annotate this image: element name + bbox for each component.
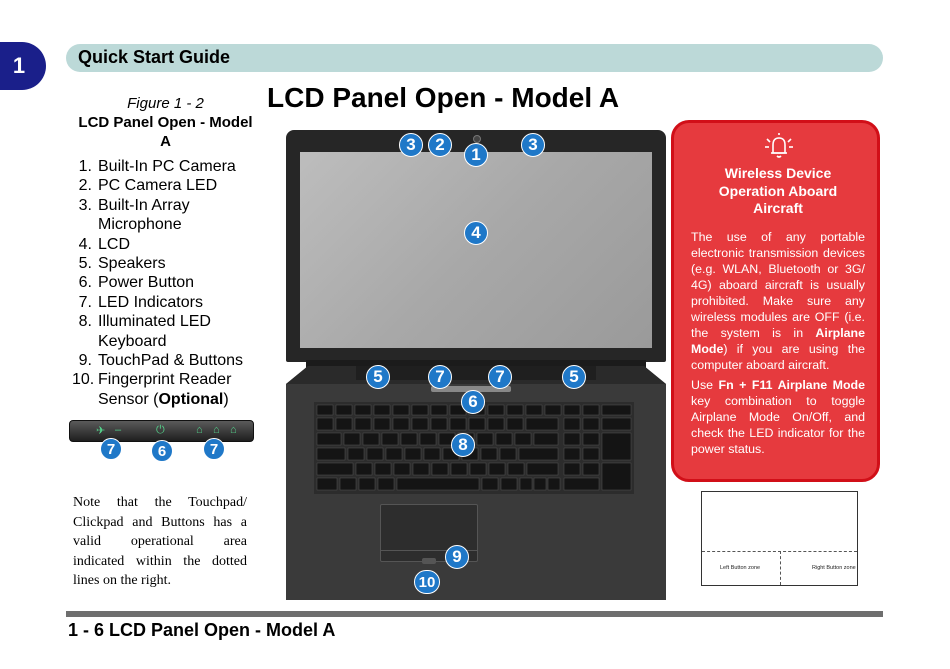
right-button-zone-label: Right Button zone: [812, 565, 856, 571]
warning-paragraph: The use of any portable electronic trans…: [691, 230, 865, 372]
figure-name: LCD Panel Open - Model A: [78, 114, 253, 150]
figure-number: Figure 1 - 2: [127, 95, 204, 112]
callout-led: 7: [203, 438, 225, 460]
callout-led: 7: [428, 365, 452, 389]
laptop-illustration: [286, 130, 666, 600]
lcd-screen: [300, 152, 652, 348]
header-bar: Quick Start Guide: [66, 44, 883, 72]
list-item: 1.Built-In PC Camera: [78, 158, 236, 175]
lock-icon: ⌂: [196, 424, 203, 436]
lock-icon: ⌂: [213, 424, 220, 436]
callout-camera-led: 2: [428, 133, 452, 157]
zone-divider: [780, 551, 781, 585]
dash-icon: –: [115, 424, 122, 436]
figure-caption: Figure 1 - 2 LCD Panel Open - Model A: [78, 94, 253, 151]
list-item: 5.Speakers: [78, 255, 166, 273]
callout-lcd: 4: [464, 221, 488, 245]
power-icon: ⏻: [156, 424, 165, 436]
list-item: 3.Built-In Array Microphone: [78, 196, 190, 234]
callout-power: 6: [151, 440, 173, 462]
warning-title: Wireless Device Operation Aboard Aircraf…: [718, 165, 838, 216]
touchpad-zone-diagram: Left Button zone Right Button zone: [701, 491, 858, 586]
list-item: 8.Illuminated LED Keyboard: [78, 313, 211, 350]
callout-led: 7: [488, 365, 512, 389]
list-item: 2.PC Camera LED: [78, 177, 218, 195]
callout-speakers: 5: [366, 365, 390, 389]
chapter-tab: 1: [0, 42, 46, 90]
list-item: 10.Fingerprint Reader Sensor (Optional): [72, 371, 232, 408]
footer-rule: [66, 611, 883, 617]
warning-box: Wireless Device Operation Aboard Aircraf…: [671, 120, 880, 482]
list-item: 6.Power Button: [78, 274, 195, 292]
airplane-icon: ✈: [96, 425, 106, 437]
lock-icon: ⌂: [230, 424, 237, 436]
callout-power: 6: [461, 390, 485, 414]
zone-divider: [702, 551, 857, 552]
callout-camera: 1: [464, 143, 488, 167]
callout-touchpad: 9: [445, 545, 469, 569]
left-button-zone-label: Left Button zone: [720, 565, 761, 571]
callout-speakers: 5: [562, 365, 586, 389]
lcd-lid: [286, 130, 666, 362]
page-title: LCD Panel Open - Model A: [267, 82, 620, 113]
camera-icon: [473, 135, 481, 143]
touchpad-note: Note that the Touchpad/ Clickpad and But…: [73, 495, 247, 588]
callout-led: 7: [100, 438, 122, 460]
legend-list: 1.Built-In PC Camera 2.PC Camera LED 3.B…: [72, 157, 262, 409]
touchpad-buttons: [380, 550, 478, 566]
list-item: 7.LED Indicators: [78, 293, 203, 311]
front-led-strip: ✈ – ⏻ ⌂ ⌂ ⌂: [69, 420, 254, 442]
callout-keyboard: 8: [451, 433, 475, 457]
list-item: 9.TouchPad & Buttons: [78, 352, 243, 370]
bell-alert-icon: [765, 133, 793, 158]
footer-text: 1 - 6 LCD Panel Open - Model A: [68, 620, 336, 640]
fingerprint-sensor: [422, 558, 436, 564]
callout-mic: 3: [399, 133, 423, 157]
warning-paragraph: Use Fn + F11 Airplane Mode key combinati…: [691, 378, 865, 456]
header-title: Quick Start Guide: [78, 47, 231, 67]
callout-mic: 3: [521, 133, 545, 157]
list-item: 4.LCD: [78, 235, 131, 253]
callout-fingerprint: 10: [414, 570, 440, 594]
